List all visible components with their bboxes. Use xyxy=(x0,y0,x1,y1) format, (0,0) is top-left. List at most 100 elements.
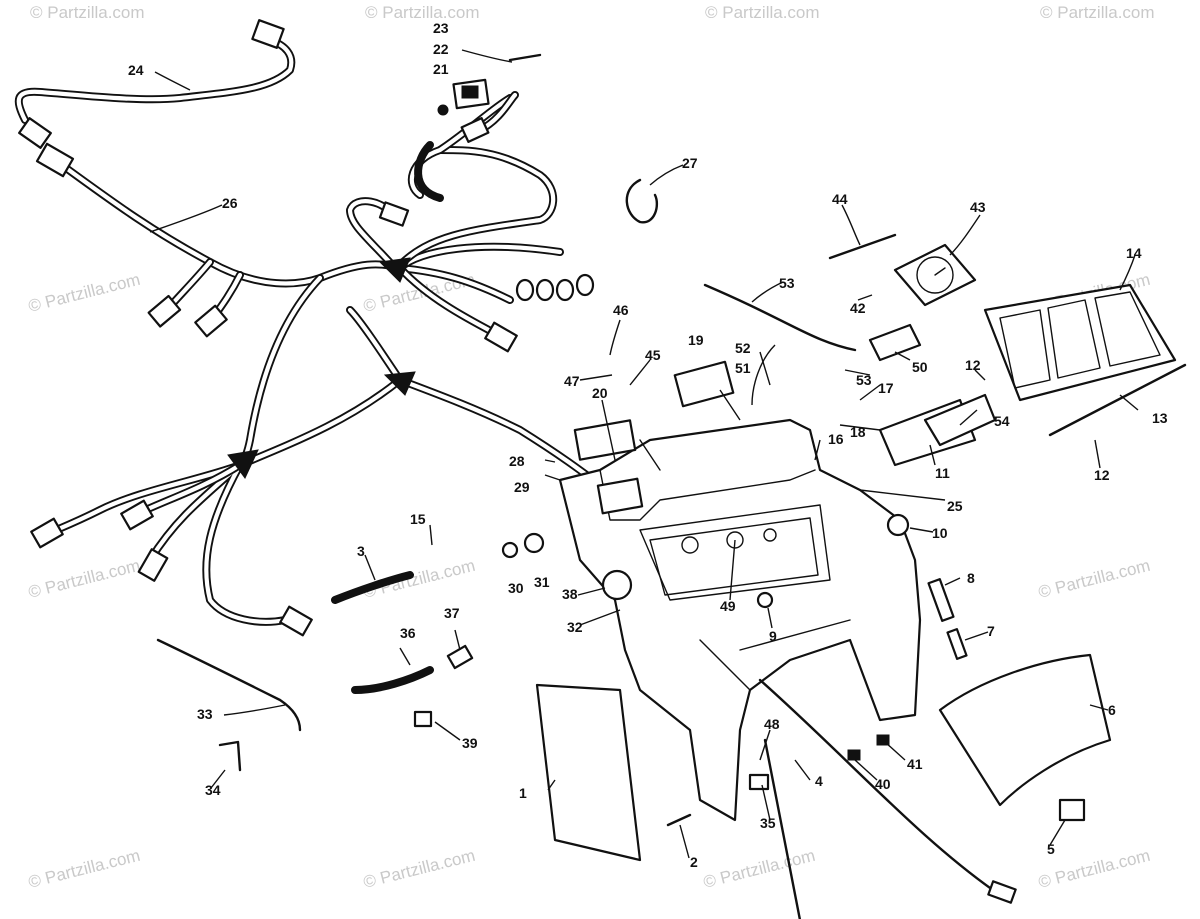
lead-long xyxy=(758,678,1002,897)
callout-10: 10 xyxy=(932,525,948,541)
callout-21: 21 xyxy=(433,61,449,77)
cable-33 xyxy=(156,638,302,732)
callout-5: 5 xyxy=(1047,841,1055,857)
watermark: © Partzilla.com xyxy=(361,556,477,602)
wire-4 xyxy=(763,738,802,919)
callout-16: 16 xyxy=(828,431,844,447)
callout-24: 24 xyxy=(128,62,144,78)
watermark: © Partzilla.com xyxy=(361,846,477,892)
plate-20 xyxy=(573,419,637,461)
screw-2 xyxy=(666,813,692,827)
washer-31 xyxy=(523,532,545,554)
bullet-connectors xyxy=(515,273,595,302)
instrument-panel-14 xyxy=(983,283,1177,402)
part-8 xyxy=(927,578,955,622)
watermark: © Partzilla.com xyxy=(26,270,142,316)
callout-51: 51 xyxy=(735,360,751,376)
callout-11: 11 xyxy=(935,465,950,481)
callout-27: 27 xyxy=(682,155,698,171)
callout-39: 39 xyxy=(462,735,478,751)
callout-29: 29 xyxy=(514,479,530,495)
callout-45: 45 xyxy=(645,347,661,363)
nut-9 xyxy=(756,591,774,609)
callout-12a: 12 xyxy=(965,357,981,373)
callout-36: 36 xyxy=(400,625,416,641)
part-7 xyxy=(946,628,968,660)
callout-52: 52 xyxy=(735,340,751,356)
callout-49: 49 xyxy=(720,598,736,614)
callout-18: 18 xyxy=(850,424,866,440)
callout-22: 22 xyxy=(433,41,449,57)
callout-25: 25 xyxy=(947,498,963,514)
callout-40: 40 xyxy=(875,776,891,792)
callout-20: 20 xyxy=(592,385,608,401)
callout-37: 37 xyxy=(444,605,460,621)
callout-labels: 1 2 3 4 5 6 7 8 9 10 11 12 12 13 14 15 1… xyxy=(128,20,1168,870)
callout-50: 50 xyxy=(912,359,928,375)
callout-7: 7 xyxy=(987,623,995,639)
console-housing xyxy=(558,418,922,822)
callout-30: 30 xyxy=(508,580,524,596)
watermark: © Partzilla.com xyxy=(701,846,817,892)
cable-44 xyxy=(828,233,897,260)
callout-3: 3 xyxy=(357,543,365,559)
plate-54 xyxy=(923,393,997,447)
callout-31: 31 xyxy=(534,574,550,590)
callout-34: 34 xyxy=(205,782,221,798)
part-41 xyxy=(876,734,890,746)
watermark: © Partzilla.com xyxy=(705,3,820,22)
leader-lines xyxy=(149,49,1139,859)
callout-46: 46 xyxy=(613,302,629,318)
callout-13: 13 xyxy=(1152,410,1168,426)
callout-48: 48 xyxy=(764,716,780,732)
watermark: © Partzilla.com xyxy=(365,3,480,22)
callout-53a: 53 xyxy=(779,275,795,291)
callout-35: 35 xyxy=(760,815,776,831)
callout-15: 15 xyxy=(410,511,426,527)
gauge-43 xyxy=(893,243,977,307)
nut-30 xyxy=(501,541,519,559)
callout-17: 17 xyxy=(878,380,894,396)
callout-6: 6 xyxy=(1108,702,1116,718)
bracket-19 xyxy=(673,360,735,408)
callout-42: 42 xyxy=(850,300,866,316)
callout-4: 4 xyxy=(815,773,823,789)
watermark: © Partzilla.com xyxy=(1040,3,1155,22)
callout-8: 8 xyxy=(967,570,975,586)
callout-28: 28 xyxy=(509,453,525,469)
callout-23: 23 xyxy=(433,20,449,36)
callout-12b: 12 xyxy=(1094,467,1110,483)
side-panel-1 xyxy=(535,683,642,862)
callout-1: 1 xyxy=(519,785,527,801)
watermark: © Partzilla.com xyxy=(26,846,142,892)
part-40 xyxy=(847,749,861,761)
watermark: © Partzilla.com xyxy=(30,3,145,22)
knob-10 xyxy=(886,513,910,537)
harness-36 xyxy=(351,666,434,694)
callout-38: 38 xyxy=(562,586,578,602)
cable-53 xyxy=(703,283,857,352)
label-5 xyxy=(1058,798,1086,822)
callout-43: 43 xyxy=(970,199,986,215)
bracket-34 xyxy=(218,740,242,772)
cover-6 xyxy=(938,653,1112,807)
callout-32: 32 xyxy=(567,619,583,635)
callout-44: 44 xyxy=(832,191,848,207)
callout-54: 54 xyxy=(994,413,1010,429)
wiring-harness-main xyxy=(30,94,604,637)
callout-19: 19 xyxy=(688,332,704,348)
callout-47: 47 xyxy=(564,373,580,389)
callout-2: 2 xyxy=(690,854,698,870)
part-35 xyxy=(748,773,770,791)
callout-14: 14 xyxy=(1126,245,1142,261)
part-3 xyxy=(331,571,414,604)
part-37 xyxy=(446,644,474,670)
part-39 xyxy=(413,710,433,728)
callout-26: 26 xyxy=(222,195,238,211)
harness-24 xyxy=(14,19,296,149)
switch-50 xyxy=(868,323,922,362)
watermark: © Partzilla.com xyxy=(26,556,142,602)
relay-bracket-group xyxy=(414,53,542,202)
clamp-27 xyxy=(625,178,659,224)
